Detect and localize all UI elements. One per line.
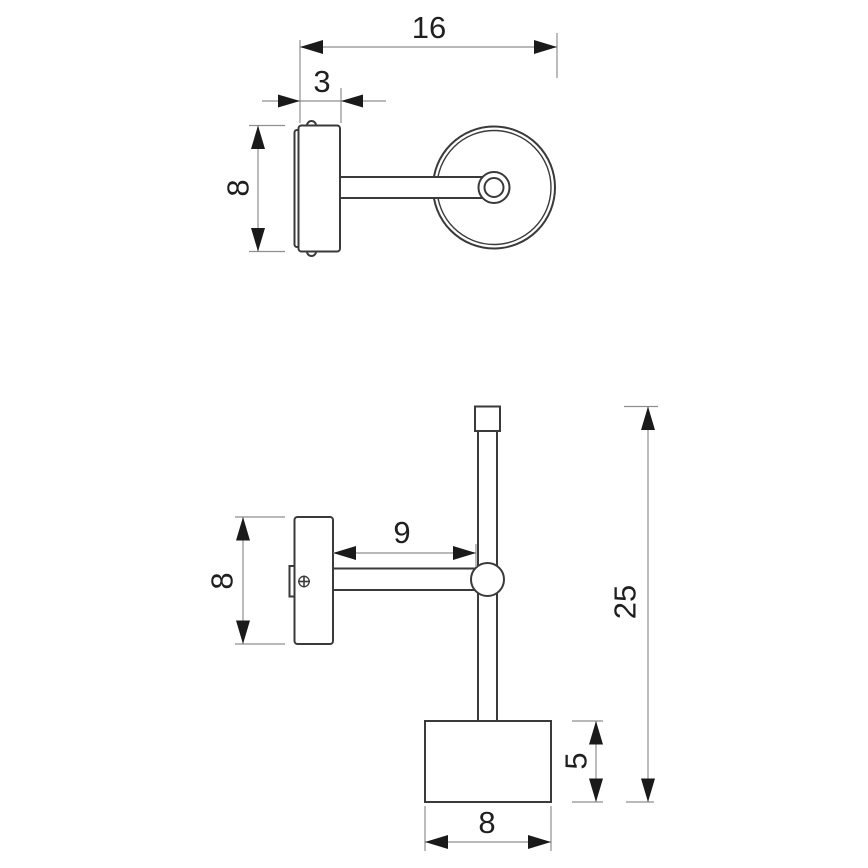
top-view-mount-plate <box>297 124 341 253</box>
arrowhead-left <box>341 94 363 108</box>
top-view-hub-inner <box>483 177 505 198</box>
dim-label-arm-length: 9 <box>393 515 410 550</box>
arrowhead-up <box>236 517 250 541</box>
dim-label-total-height: 25 <box>608 585 643 619</box>
dim-plate-depth: 3 <box>262 64 386 123</box>
arrowhead-up <box>589 721 603 745</box>
arrowhead-down <box>251 228 265 252</box>
arrowhead-left <box>333 546 356 560</box>
dim-shade-height: 5 <box>559 720 603 803</box>
top-view: 16 3 8 <box>221 10 558 257</box>
arrowhead-right <box>534 40 557 54</box>
front-view-shade <box>424 720 552 803</box>
arrowhead-up <box>251 125 265 149</box>
top-view-arm <box>339 176 483 199</box>
arrowhead-down <box>641 778 655 802</box>
dim-label-shade-width: 8 <box>478 805 495 840</box>
arrowhead-up <box>641 406 655 430</box>
arrowhead-down <box>236 620 250 644</box>
front-view-pole-cap <box>474 405 501 432</box>
arrowhead-down <box>589 778 603 802</box>
front-view-joint-ball <box>470 562 505 597</box>
arrowhead-right <box>278 94 300 108</box>
dim-total-width: 16 <box>299 10 558 123</box>
front-view-mount-plate <box>293 516 334 645</box>
dim-label-total-width: 16 <box>412 10 446 45</box>
front-view: 9 8 25 <box>205 405 658 851</box>
arrowhead-right <box>453 546 476 560</box>
arrowhead-left <box>425 835 448 849</box>
dim-shade-width: 8 <box>424 805 552 851</box>
arrowhead-left <box>300 40 323 54</box>
dim-label-plate-height-front: 8 <box>205 572 240 589</box>
dim-total-height: 25 <box>608 405 658 803</box>
dim-label-plate-height-top: 8 <box>221 179 256 196</box>
arrowhead-right <box>528 835 551 849</box>
front-view-arm <box>332 567 479 591</box>
dim-label-plate-depth: 3 <box>313 64 330 99</box>
dim-plate-height-top-view: 8 <box>221 124 285 253</box>
screw-icon <box>298 575 310 588</box>
dim-label-shade-height: 5 <box>559 752 594 769</box>
dim-arm-length: 9 <box>333 515 477 567</box>
dim-plate-height-front-view: 8 <box>205 516 285 645</box>
